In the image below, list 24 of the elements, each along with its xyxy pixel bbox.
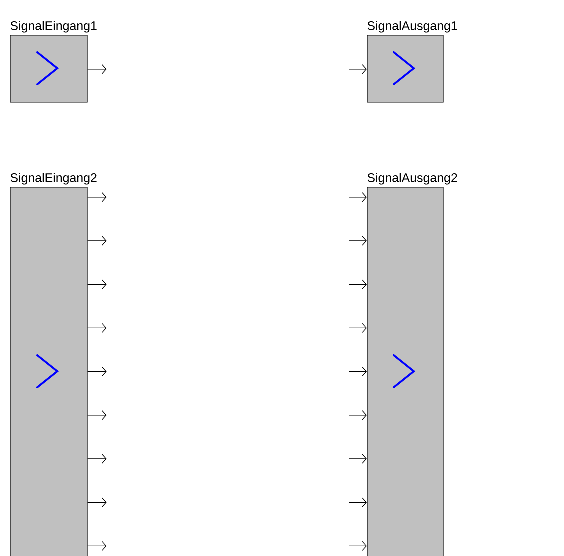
port-arrow [87, 410, 107, 420]
port-arrow [87, 498, 107, 508]
port-arrow [348, 366, 367, 377]
port-arrow [348, 280, 367, 290]
port-arrow [87, 366, 107, 377]
port-arrow [348, 64, 367, 74]
block-title: SignalEingang1 [10, 21, 97, 33]
port-arrow [348, 192, 367, 202]
block-title: SignalAusgang2 [368, 173, 458, 185]
port-arrow [87, 192, 107, 202]
port-arrow [87, 236, 107, 246]
port-arrow [348, 498, 367, 508]
port-arrow [348, 410, 367, 420]
port-arrow [87, 541, 107, 552]
port-arrow [87, 64, 107, 74]
block-title: SignalEingang2 [10, 173, 97, 185]
port-arrow [348, 323, 367, 334]
port-arrow [87, 280, 107, 290]
port-arrow [87, 454, 107, 464]
port-arrow [87, 323, 107, 334]
port-arrow [348, 454, 367, 464]
block-title: SignalAusgang1 [368, 21, 458, 33]
port-arrow [348, 236, 367, 246]
port-arrow [348, 541, 367, 552]
